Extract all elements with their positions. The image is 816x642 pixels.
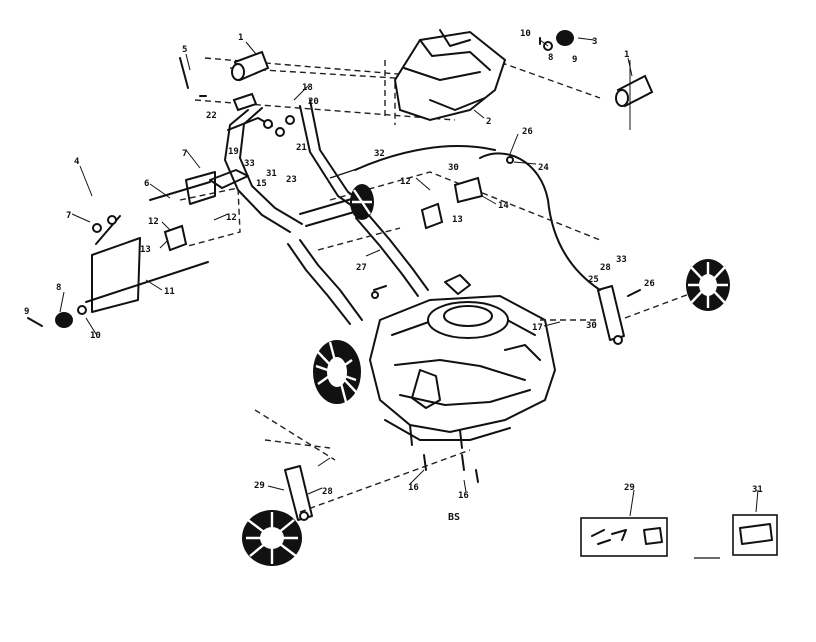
- callout-2: 2: [486, 117, 491, 127]
- callout-13: 13: [452, 215, 463, 225]
- callout-26: 26: [644, 279, 655, 289]
- callout-7: 7: [182, 149, 187, 159]
- callout-29: 29: [624, 483, 635, 493]
- wheel-front-right: [686, 259, 730, 311]
- callout-27: 27: [356, 263, 367, 273]
- hardware-parts: [27, 30, 654, 483]
- callout-11: 11: [164, 287, 175, 297]
- callout-33: 33: [244, 159, 255, 169]
- callout-1: 1: [238, 33, 243, 43]
- parts-bag-29: [580, 517, 668, 557]
- callout-6: 6: [144, 179, 149, 189]
- callout-8: 8: [548, 53, 553, 63]
- callout-12: 12: [226, 213, 237, 223]
- callout-12: 12: [148, 217, 159, 227]
- callout-7: 7: [66, 211, 71, 221]
- callout-15: 15: [256, 179, 267, 189]
- callout-30: 30: [448, 163, 459, 173]
- diagram-label: BS: [448, 512, 460, 523]
- callout-26: 26: [522, 127, 533, 137]
- callout-1: 1: [624, 50, 629, 60]
- callout-18: 18: [302, 83, 313, 93]
- callout-28: 28: [600, 263, 611, 273]
- callout-25: 25: [588, 275, 599, 285]
- callout-29: 29: [254, 481, 265, 491]
- callout-31: 31: [266, 169, 277, 179]
- grass-catcher-top: [393, 29, 507, 122]
- callout-28: 28: [322, 487, 333, 497]
- callout-33: 33: [616, 255, 627, 265]
- callout-5: 5: [182, 45, 187, 55]
- callout-9: 9: [24, 307, 29, 317]
- callout-9: 9: [572, 55, 577, 65]
- callout-4: 4: [74, 157, 80, 167]
- callout-20: 20: [308, 97, 319, 107]
- callout-22: 22: [206, 111, 217, 121]
- front-axle-brackets: [254, 285, 701, 521]
- callout-8: 8: [56, 283, 61, 293]
- callout-16: 16: [408, 483, 419, 493]
- callout-13: 13: [140, 245, 151, 255]
- wheel-rear-right-partial: [350, 184, 374, 220]
- callout-30: 30: [586, 321, 597, 331]
- callout-numbers: 1 1 2 3 4 5 6 7 7 8 8 9 9 10 10 11 12 12…: [24, 29, 763, 523]
- parts-bag-31: [732, 514, 778, 556]
- callout-24: 24: [538, 163, 549, 173]
- callout-12: 12: [400, 177, 411, 187]
- callout-31: 31: [752, 485, 763, 495]
- wheel-rear-left: [313, 340, 361, 404]
- mower-deck-engine: [368, 274, 557, 449]
- callout-3: 3: [592, 37, 597, 47]
- rear-axle-brackets: [85, 171, 241, 313]
- callout-19: 19: [228, 147, 239, 157]
- callout-23: 23: [286, 175, 297, 185]
- handle-assembly: [194, 57, 601, 325]
- callout-10: 10: [520, 29, 531, 39]
- wheel-front-left: [242, 510, 302, 566]
- callout-16: 16: [458, 491, 469, 501]
- callout-14: 14: [498, 201, 509, 211]
- callout-10: 10: [90, 331, 101, 341]
- callout-leaders: [59, 37, 759, 517]
- callout-17: 17: [532, 323, 543, 333]
- callout-21: 21: [296, 143, 307, 153]
- callout-32: 32: [374, 149, 385, 159]
